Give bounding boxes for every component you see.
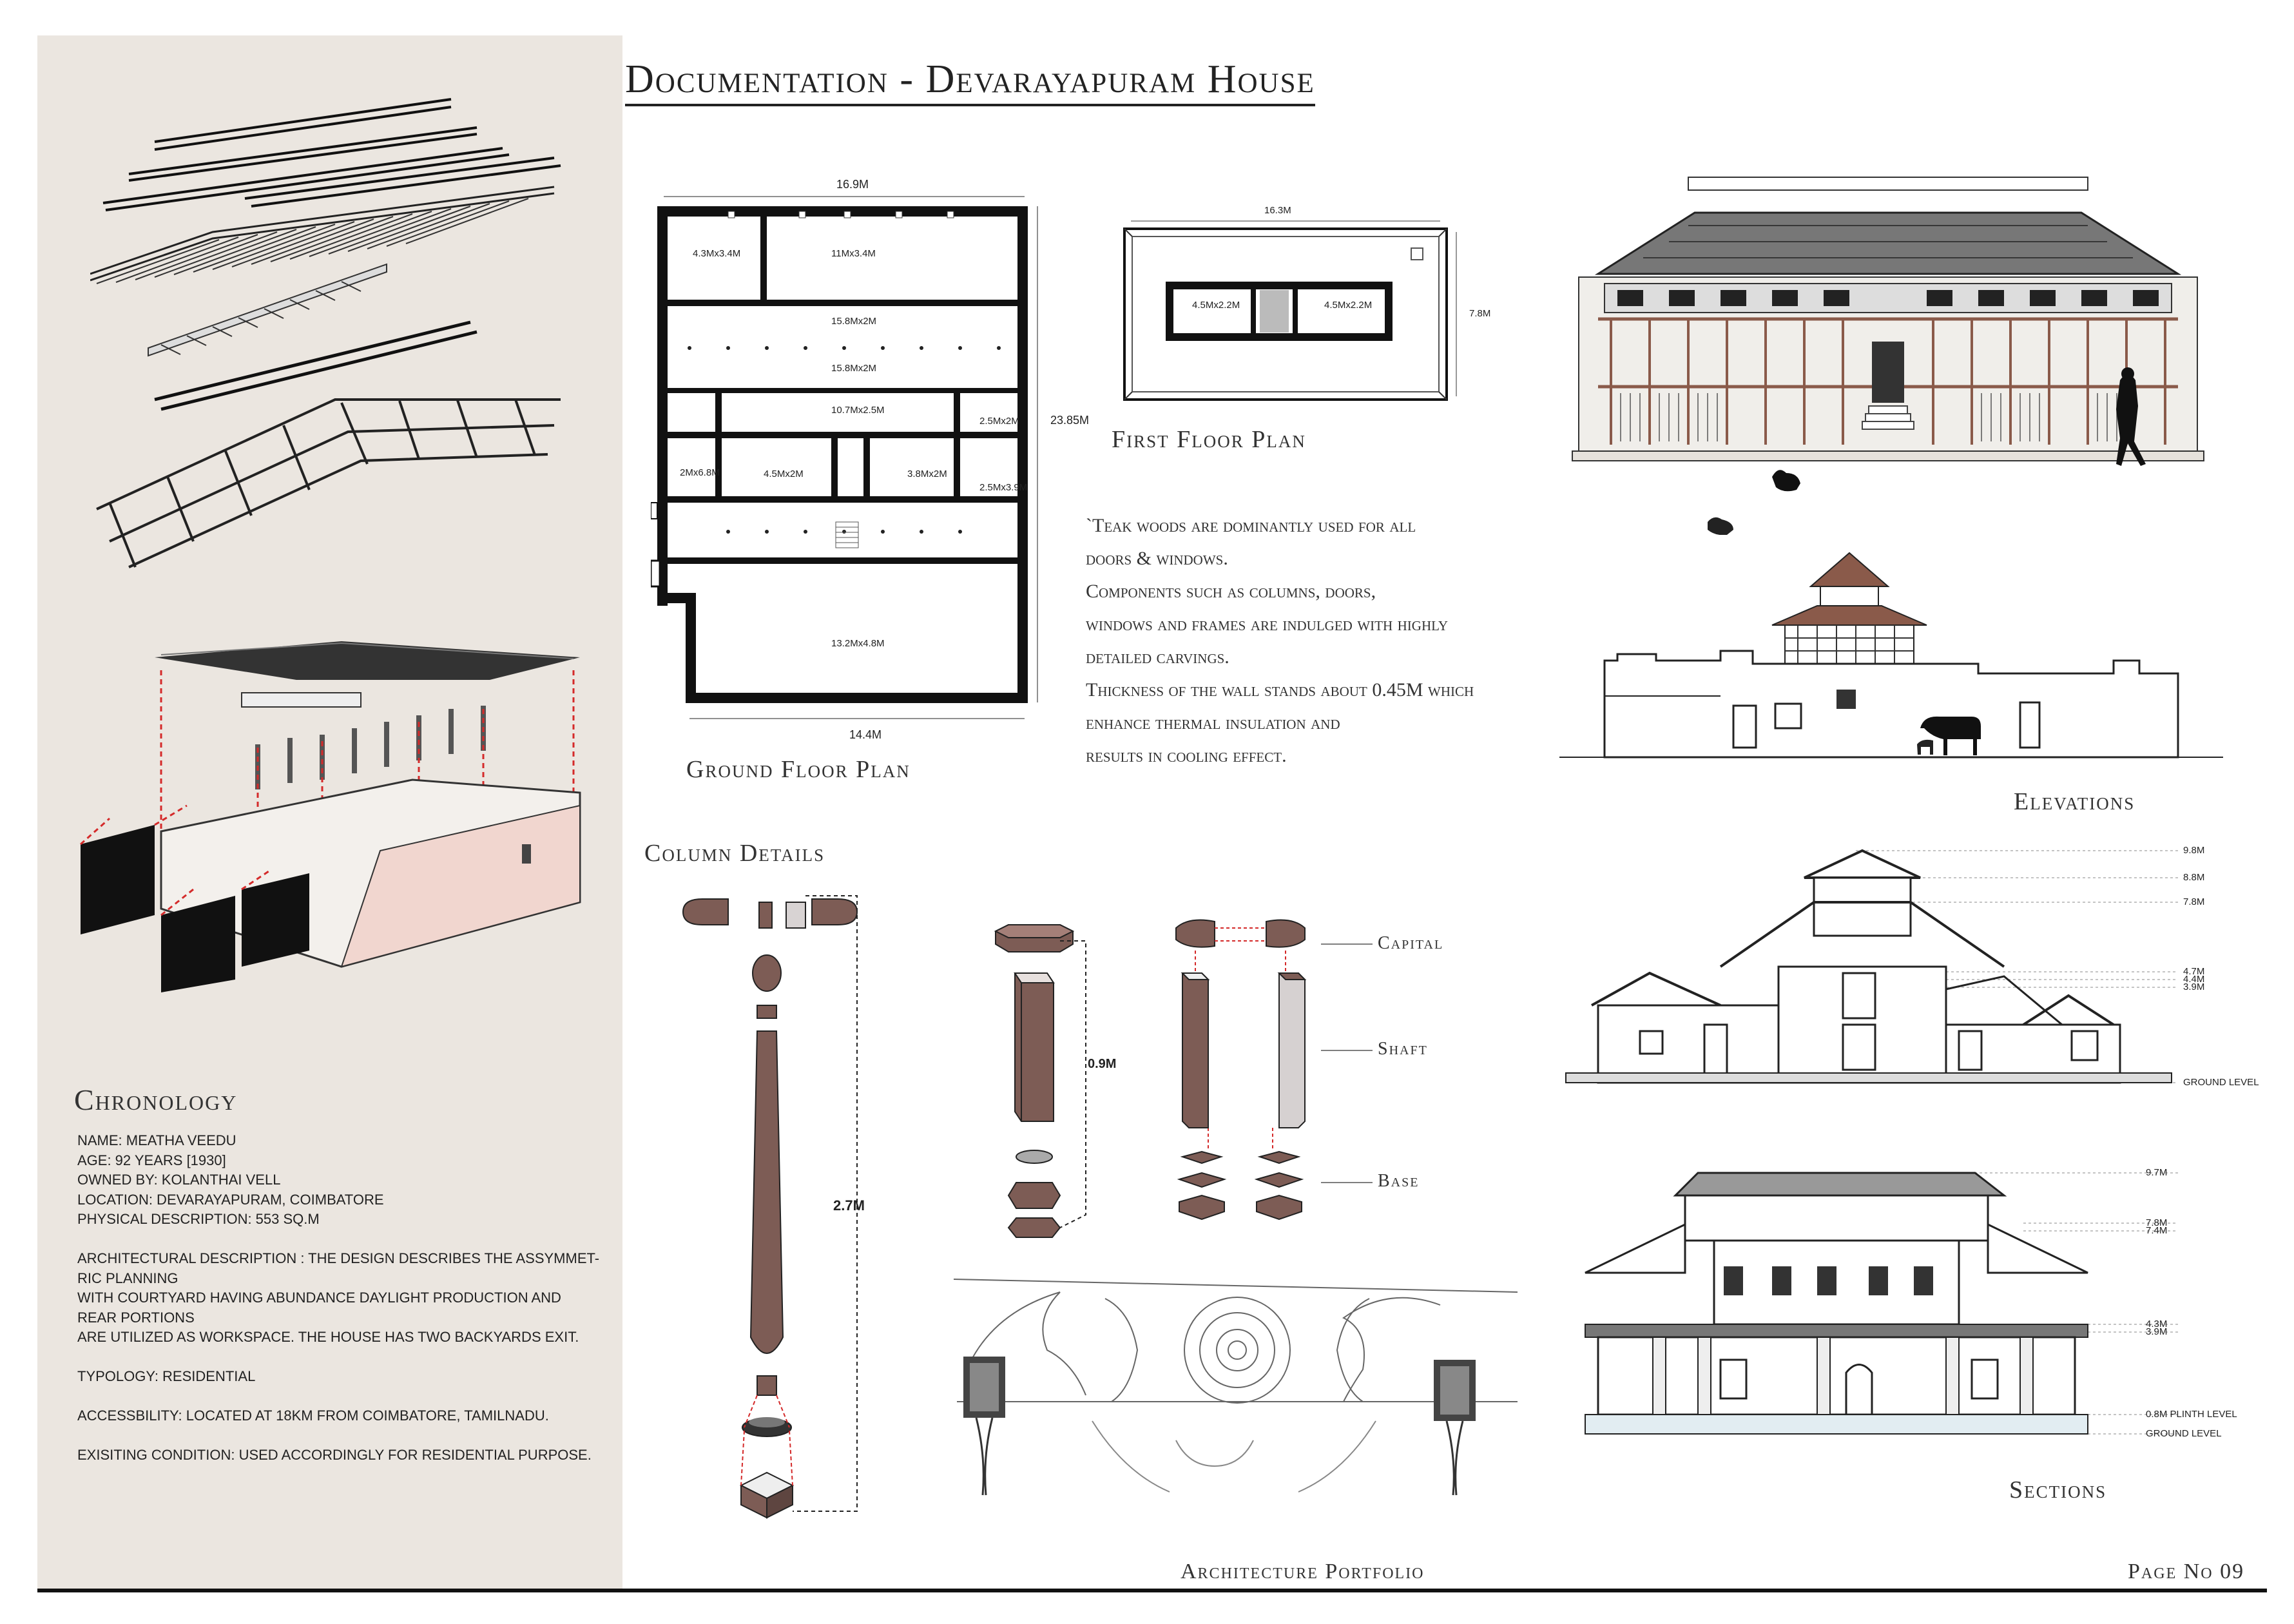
chronology-line: TYPOLOGY: RESIDENTIAL [77, 1368, 256, 1384]
section2-level: 9.7M [2146, 1167, 2168, 1178]
notes: `Teak woods are dominantly used for all … [1086, 509, 1595, 772]
room-label: 15.8Mx2M [831, 316, 877, 327]
first-floor-caption: First Floor Plan [1112, 426, 1306, 453]
section2-level: 7.4M [2146, 1225, 2168, 1236]
section1-level: 4.7M [2183, 966, 2205, 977]
short-column-drawing [994, 924, 1086, 1238]
column-label-leaders [1321, 943, 1373, 1183]
tall-column-drawing [682, 895, 858, 1519]
note-line: windows and frames are indulged with hig… [1086, 614, 1449, 635]
section2-level: 4.3M [2146, 1319, 2168, 1329]
chronology-line: PHYSICAL DESCRIPTION: 553 SQ.M [77, 1211, 320, 1227]
chronology-gap [77, 1426, 606, 1446]
side-elevation [1559, 552, 2223, 759]
section1-level: 3.9M [2183, 981, 2205, 992]
base-label: Base [1378, 1171, 1420, 1191]
carved-bracket-sketch [953, 1279, 1518, 1496]
sections-caption: Sections [2009, 1476, 2107, 1503]
room-label: 4.5Mx2M [764, 469, 804, 479]
front-elevation-render [1572, 177, 2204, 535]
ff-width: 16.3M [1264, 205, 1291, 216]
first-floor-plan [1123, 220, 1457, 401]
chronology-line: ACCESSBILITY: LOCATED AT 18KM FROM COIMB… [77, 1407, 549, 1424]
ground-floor-plan [651, 196, 1038, 719]
shaft-height: 0.9M [1088, 1057, 1117, 1071]
exploded-axonometric-illustration [80, 641, 581, 992]
column-height: 2.7M [833, 1197, 865, 1213]
chronology-line: ARCHITECTURAL DESCRIPTION : THE DESIGN D… [77, 1250, 600, 1266]
column-parts-drawing [1175, 919, 1307, 1221]
page-title: Documentation - Devarayapuram House [625, 57, 1315, 106]
chronology-line: ARE UTILIZED AS WORKSPACE. THE HOUSE HAS… [77, 1329, 579, 1345]
gf-width-bottom: 14.4M [849, 728, 882, 741]
room-label: 11Mx3.4M [831, 248, 876, 259]
gf-width-top: 16.9M [836, 178, 869, 191]
section2-level: 3.9M [2146, 1326, 2168, 1337]
elevations-caption: Elevations [2014, 788, 2135, 815]
room-label: 15.8Mx2M [831, 363, 877, 374]
note-line: results in cooling effect. [1086, 745, 1287, 766]
ff-depth: 7.8M [1469, 308, 1491, 319]
chronology-line: EXISITING CONDITION: USED ACCORDINGLY FO… [77, 1447, 592, 1463]
section1-level: 7.8M [2183, 896, 2205, 907]
section1-level: GROUND LEVEL [2183, 1077, 2259, 1088]
chronology-line: AGE: 92 YEARS [1930] [77, 1152, 226, 1168]
section-two [1585, 1172, 2178, 1435]
note-line: enhance thermal insulation and [1086, 712, 1340, 733]
chronology-line: OWNED BY: KOLANTHAI VELL [77, 1172, 281, 1188]
ff-room-label: 4.5Mx2.2M [1192, 300, 1240, 311]
note-line: doors & windows. [1086, 548, 1228, 569]
column-details-caption: Column Details [644, 840, 825, 867]
note-line: `Teak woods are dominantly used for all [1086, 515, 1416, 536]
room-label: 2Mx6.8M [680, 467, 720, 478]
exploded-roof-illustration [90, 98, 561, 568]
chronology-gap [77, 1230, 606, 1250]
room-label: 2.5Mx2M [979, 416, 1019, 427]
chronology-list: NAME: MEATHA VEEDU AGE: 92 YEARS [1930] … [77, 1131, 606, 1465]
footer-page-number: Page No 09 [2128, 1560, 2245, 1583]
chronology-title: Chronology [74, 1083, 238, 1116]
section2-level: 0.8M PLINTH LEVEL [2146, 1409, 2237, 1420]
footer-portfolio: Architecture Portfolio [1181, 1560, 1425, 1583]
note-line: Components such as columns, doors, [1086, 581, 1376, 602]
room-label: 13.2Mx4.8M [831, 638, 885, 649]
chronology-line: REAR PORTIONS [77, 1309, 195, 1326]
chronology-line: NAME: MEATHA VEEDU [77, 1132, 236, 1148]
note-line: Thickness of the wall stands about 0.45M… [1086, 679, 1474, 701]
room-label: 10.7Mx2.5M [831, 405, 885, 416]
section-one [1565, 849, 2178, 1084]
section1-level: 9.8M [2183, 845, 2205, 856]
shaft-label: Shaft [1378, 1039, 1428, 1059]
capital-label: Capital [1378, 933, 1444, 953]
chronology-gap [77, 1348, 606, 1368]
section2-level: 7.8M [2146, 1217, 2168, 1228]
gf-depth: 23.85M [1050, 414, 1090, 427]
room-label: 3.8Mx2M [907, 469, 947, 479]
room-label: 2.5Mx3.9M [979, 482, 1028, 493]
ff-room-label: 4.5Mx2.2M [1324, 300, 1373, 311]
section1-level: 4.4M [2183, 974, 2205, 985]
note-line: detailed carvings. [1086, 646, 1229, 668]
chronology-line: WITH COURTYARD HAVING ABUNDANCE DAYLIGHT… [77, 1290, 561, 1306]
room-label: 4.3Mx3.4M [693, 248, 741, 259]
section2-level: GROUND LEVEL [2146, 1428, 2222, 1439]
ground-floor-caption: Ground Floor Plan [686, 756, 911, 783]
section1-level: 8.8M [2183, 872, 2205, 883]
chronology-gap [77, 1387, 606, 1407]
bottom-rule [37, 1589, 2267, 1592]
chronology-line: LOCATION: DEVARAYAPURAM, COIMBATORE [77, 1191, 384, 1208]
chronology-line: RIC PLANNING [77, 1270, 178, 1286]
